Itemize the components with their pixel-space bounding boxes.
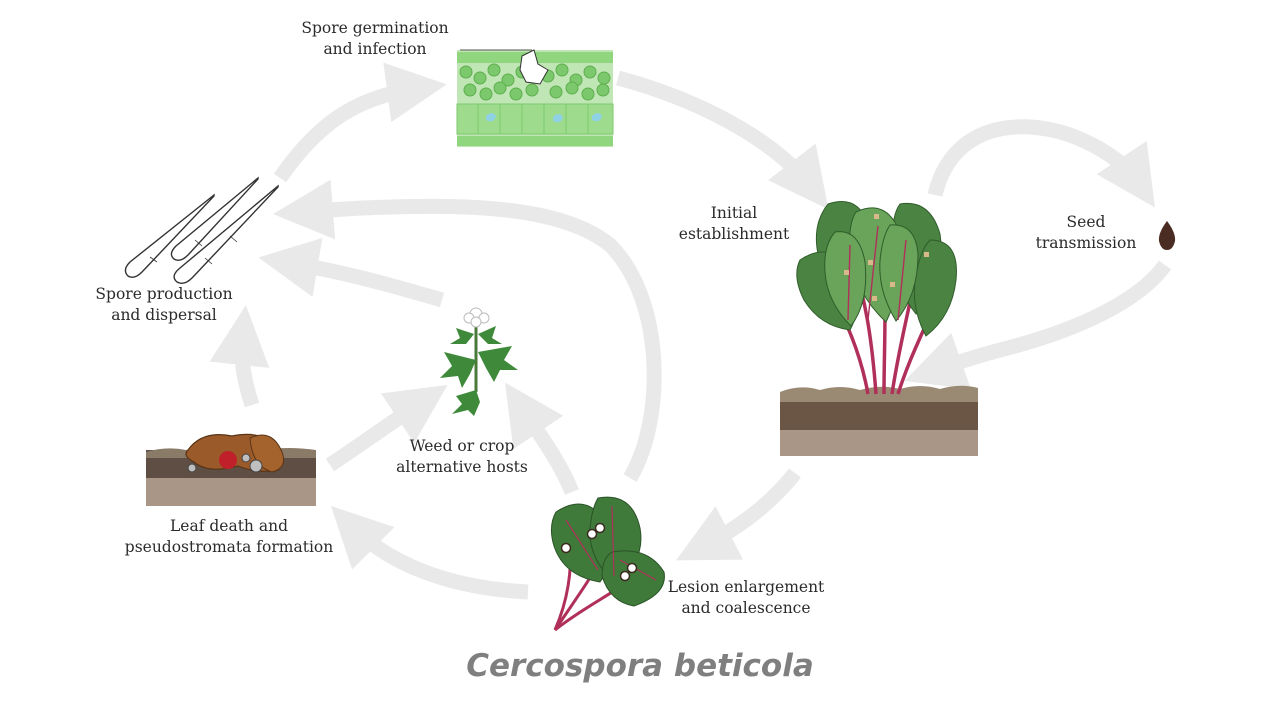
dead-leaf-soil	[146, 433, 316, 506]
label-spore-germination: Spore germination and infection	[301, 19, 449, 58]
arrow-establishment-to-lesion	[675, 468, 801, 561]
label-leaf-death: Leaf death and pseudostromata formation	[124, 517, 334, 556]
leaf-tissue-illustration	[456, 49, 614, 147]
conidia-illustration	[124, 176, 279, 285]
arrow-establishment-to-seed	[927, 119, 1155, 208]
arrow-lesion-to-leaf-death	[330, 505, 529, 600]
label-initial-establishment: Initial establishment	[678, 204, 790, 243]
arrow-weed-to-dispersal	[258, 237, 445, 308]
label-seed-transmission: Seed transmission	[1035, 213, 1137, 252]
arrow-leaf-death-to-weed	[325, 385, 448, 472]
arrow-seed-to-soil	[904, 260, 1172, 390]
diagram-caption: Cercospora beticola	[466, 648, 814, 684]
label-weed-hosts: Weed or crop alternative hosts	[396, 437, 528, 476]
cycle-arrows	[209, 62, 1172, 600]
weed-host-plant	[440, 307, 518, 416]
arrow-dispersal-to-germination	[273, 62, 447, 183]
label-spore-production: Spore production and dispersal	[95, 285, 233, 324]
seed-illustration	[1158, 221, 1176, 250]
arrow-germination-to-establishment	[616, 70, 829, 210]
lesion-leaf-bundle	[550, 496, 665, 632]
arrow-lesion-loop-to-dispersal	[273, 179, 662, 482]
label-lesion: Lesion enlargement and coalescence	[667, 578, 825, 617]
arrow-leaf-death-to-dispersal	[209, 305, 270, 408]
arrow-lesion-to-weed	[505, 382, 579, 495]
mature-beet-plant	[780, 201, 978, 456]
